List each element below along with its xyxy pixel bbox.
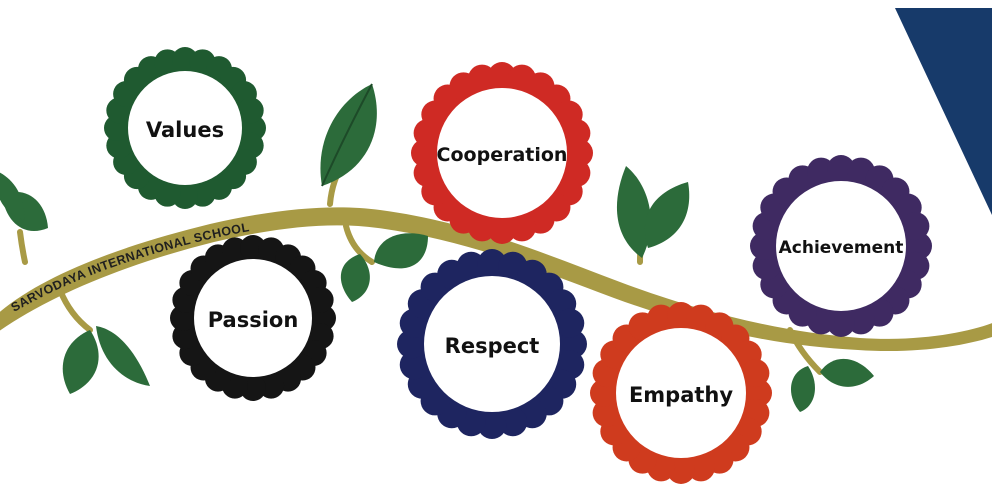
leaf xyxy=(616,166,651,258)
flower-label: Empathy xyxy=(629,383,733,407)
flower-label: Passion xyxy=(208,308,299,332)
flower-label: Respect xyxy=(445,334,540,358)
leaves xyxy=(0,83,874,412)
leaf xyxy=(62,330,99,394)
flower-label: Values xyxy=(146,118,224,142)
leaf xyxy=(790,366,815,412)
leaf xyxy=(96,326,150,386)
flower-petal xyxy=(307,286,334,313)
flower-values: Values xyxy=(104,47,266,209)
flower-center xyxy=(424,276,560,412)
flower-petal xyxy=(901,212,930,241)
flower-petal xyxy=(555,308,585,338)
flower-cooperation: Cooperation xyxy=(411,62,593,244)
leaf xyxy=(340,254,370,302)
flower-petal xyxy=(562,119,591,148)
leaf xyxy=(321,83,373,187)
leaf xyxy=(374,233,428,269)
flower-center xyxy=(194,259,312,377)
flower-petal xyxy=(741,359,770,388)
flower-respect: Respect xyxy=(397,249,587,439)
flower-label: Achievement xyxy=(779,238,904,258)
flower-passion: Passion xyxy=(170,235,336,401)
leaf xyxy=(0,172,25,220)
leaf xyxy=(820,358,874,387)
flower-achievement: Achievement xyxy=(750,155,932,337)
flower-center xyxy=(616,328,746,458)
flower-center xyxy=(776,181,906,311)
flower-center xyxy=(437,88,567,218)
flower-empathy: Empathy xyxy=(590,302,772,484)
flower-petal xyxy=(237,97,264,124)
leaf xyxy=(644,182,690,248)
flower-center xyxy=(128,71,242,185)
flower-label: Cooperation xyxy=(437,144,568,166)
corner-band xyxy=(895,8,992,215)
